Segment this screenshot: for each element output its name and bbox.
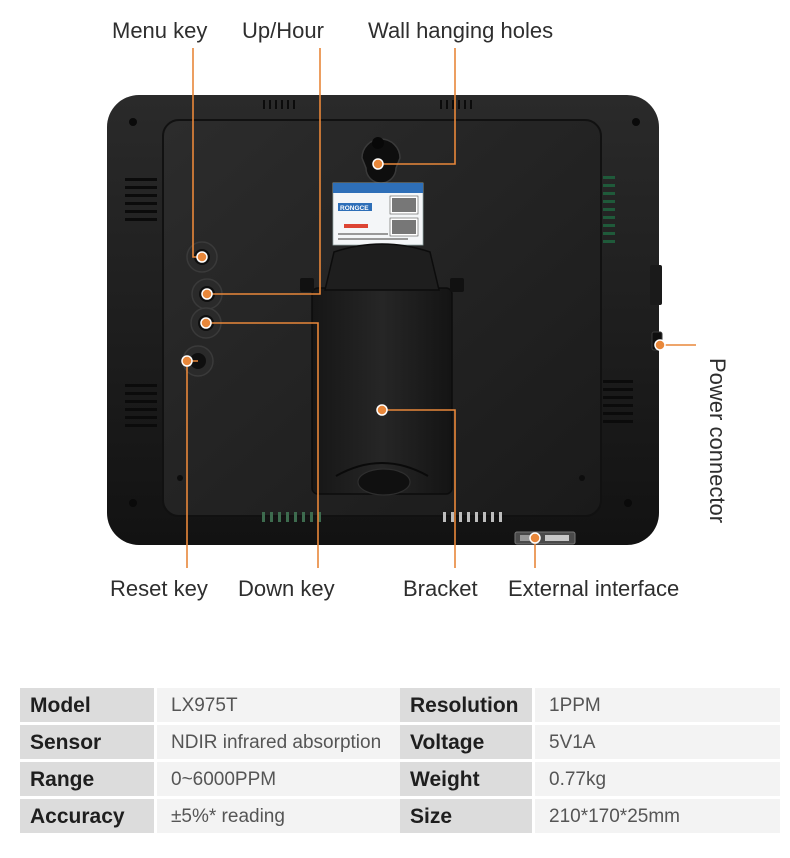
spec-key: Weight <box>400 762 532 796</box>
specs-row: Model LX975T Resolution 1PPM <box>20 688 780 722</box>
menu-key-label: Menu key <box>112 18 208 43</box>
product-sticker: RONGCE <box>332 182 424 246</box>
spec-value: LX975T <box>157 688 402 722</box>
spec-value: ±5%* reading <box>157 799 402 833</box>
svg-text:RONGCE: RONGCE <box>340 205 369 212</box>
reset-key-label: Reset key <box>110 576 208 601</box>
bracket <box>300 243 464 496</box>
spec-key: Voltage <box>400 725 532 759</box>
spec-key: Sensor <box>20 725 154 759</box>
callout-dots <box>181 158 666 544</box>
spec-key: Size <box>400 799 532 833</box>
up-hour-label: Up/Hour <box>242 18 324 43</box>
spec-value: NDIR infrared absorption <box>157 725 402 759</box>
specs-row: Range 0~6000PPM Weight 0.77kg <box>20 762 780 796</box>
external-interface-port <box>514 531 576 545</box>
spec-value: 5V1A <box>535 725 780 759</box>
external-interface-label: External interface <box>508 576 680 601</box>
spec-key: Range <box>20 762 154 796</box>
device-back-view: RONGCE <box>107 48 696 568</box>
bracket-label: Bracket <box>403 576 478 601</box>
specs-row: Accuracy ±5%* reading Size 210*170*25mm <box>20 799 780 833</box>
spec-value: 210*170*25mm <box>535 799 780 833</box>
spec-key: Resolution <box>400 688 532 722</box>
spec-key: Model <box>20 688 154 722</box>
wall-holes-label: Wall hanging holes <box>368 18 554 43</box>
spec-value: 0~6000PPM <box>157 762 402 796</box>
down-key-label: Down key <box>238 576 335 601</box>
spec-key: Accuracy <box>20 799 154 833</box>
power-connector-label: Power connector <box>705 358 730 524</box>
specs-row: Sensor NDIR infrared absorption Voltage … <box>20 725 780 759</box>
spec-value: 0.77kg <box>535 762 780 796</box>
spec-value: 1PPM <box>535 688 780 722</box>
